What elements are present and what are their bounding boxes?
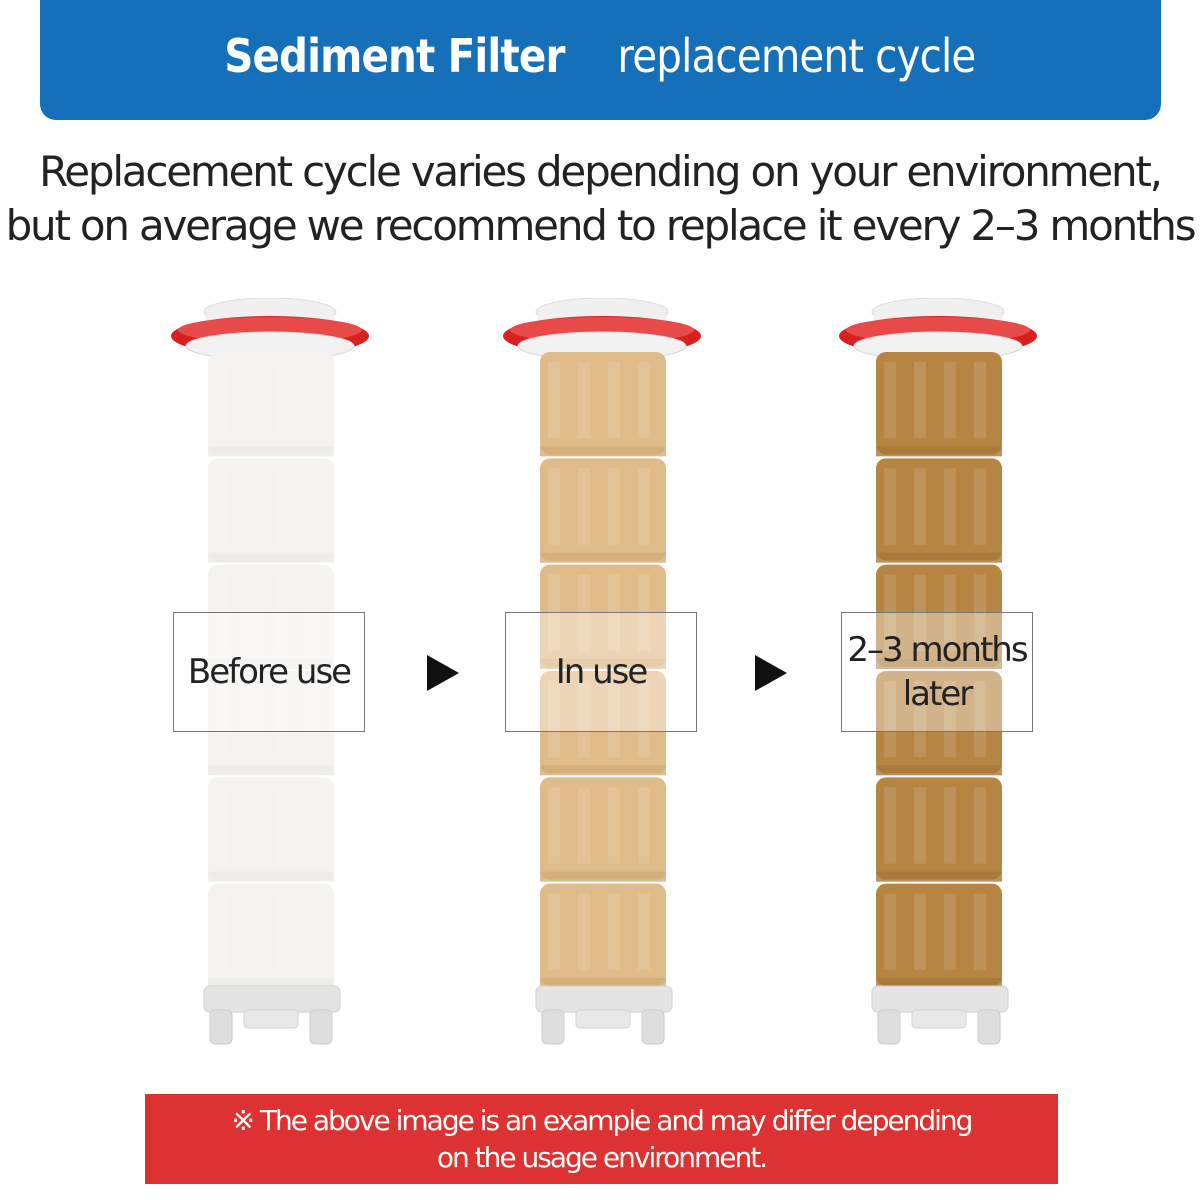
filter-cartridge-icon — [839, 298, 1037, 1045]
stage-label-text: In use — [555, 652, 649, 692]
filter-in-use — [502, 298, 702, 1046]
arrow-right-icon — [755, 655, 787, 691]
stage-label-text: later — [902, 674, 974, 714]
stage-label-in-use: In use — [505, 612, 697, 732]
stage-label-before-use: Before use — [173, 612, 365, 732]
subtitle: Replacement cycle varies depending on yo… — [0, 145, 1200, 253]
filter-after-months — [838, 298, 1038, 1046]
arrow-right-icon — [427, 655, 459, 691]
notice-line-1: ※ The above image is an example and may … — [231, 1104, 974, 1137]
title-bold: Sediment Filter — [223, 29, 565, 83]
notice-line-2: on the usage environment. — [436, 1141, 768, 1174]
stage-label-text: Before use — [187, 652, 352, 692]
stage-label-text: 2–3 months — [847, 630, 1028, 670]
filter-cartridge-icon — [171, 298, 369, 1045]
subtitle-line-1: Replacement cycle varies depending on yo… — [39, 147, 1163, 196]
title-regular: replacement cycle — [617, 29, 977, 83]
title-banner: Sediment Filter replacement cycle — [40, 0, 1161, 120]
filter-cartridge-icon — [503, 298, 701, 1045]
stage-label-after-months: 2–3 months later — [841, 612, 1033, 732]
notice-banner: ※ The above image is an example and may … — [145, 1094, 1058, 1184]
filter-before-use — [170, 298, 370, 1046]
subtitle-line-2: but on average we recommend to replace i… — [5, 201, 1197, 250]
